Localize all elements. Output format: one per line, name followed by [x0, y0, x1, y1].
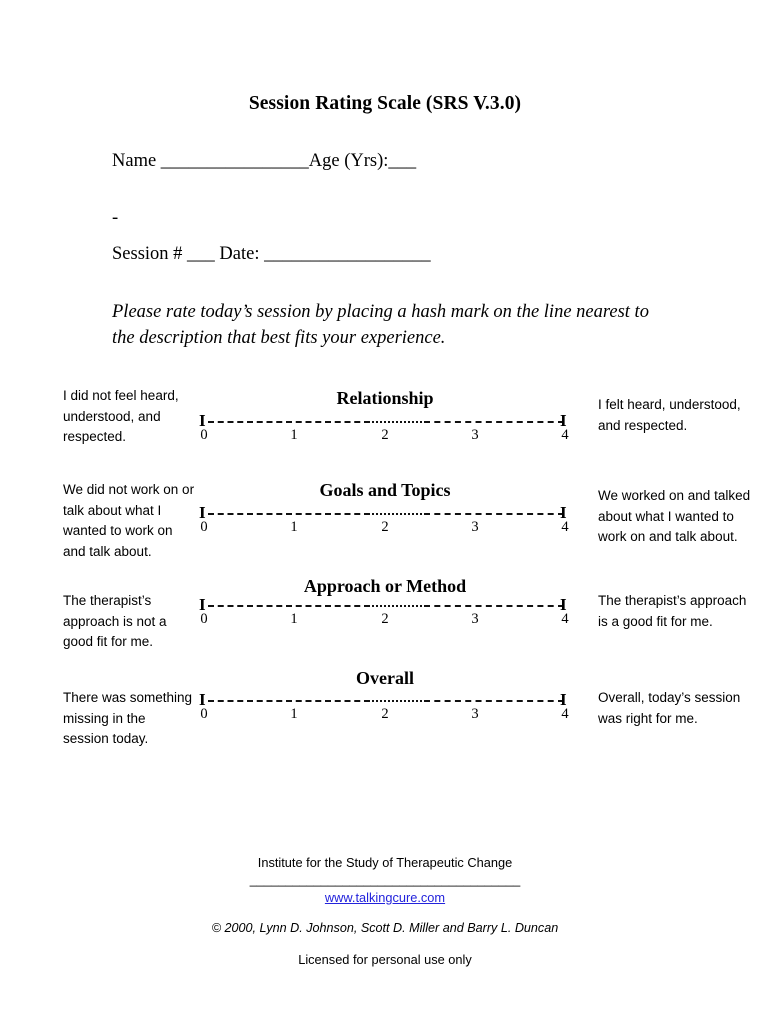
right-anchor-label: Overall, today’s session was right for m… — [598, 690, 741, 726]
scale-title: Overall — [356, 668, 414, 688]
tick-labels: 0 1 2 3 4 — [196, 520, 574, 538]
rating-line-rule[interactable]: I I — [196, 690, 574, 710]
tick-label-1: 1 — [290, 706, 298, 722]
line-dot-segment-middle — [368, 700, 426, 702]
tick-label-0: 0 — [200, 611, 208, 627]
tick-label-2: 2 — [381, 706, 389, 722]
tick-label-0: 0 — [200, 519, 208, 535]
line-start-cap: I — [199, 503, 206, 522]
line-dash-segment-left — [208, 605, 370, 607]
rating-line[interactable]: I I 0 1 2 3 4 — [196, 690, 574, 726]
line-start-cap: I — [199, 690, 206, 709]
footer: Institute for the Study of Therapeutic C… — [0, 855, 770, 969]
tick-labels: 0 1 2 3 4 — [196, 612, 574, 630]
line-end-cap: I — [560, 690, 567, 709]
line-end-cap: I — [560, 411, 567, 430]
scale-section-relationship: I did not feel heard, understood, and re… — [0, 386, 770, 480]
tick-label-4: 4 — [561, 519, 569, 535]
line-dash-segment-right — [424, 421, 564, 423]
left-anchor-label: The therapist’s approach is not a good f… — [63, 593, 167, 650]
line-dash-segment-left — [208, 700, 370, 702]
tick-label-1: 1 — [290, 611, 298, 627]
line-dot-segment-middle — [368, 421, 426, 423]
rating-line-rule[interactable]: I I — [196, 595, 574, 615]
line-dash-segment-right — [424, 605, 564, 607]
line-dash-segment-right — [424, 700, 564, 702]
scale-title: Relationship — [336, 388, 434, 408]
rating-scales: I did not feel heard, understood, and re… — [0, 386, 770, 764]
tick-label-2: 2 — [381, 611, 389, 627]
right-anchor-label: We worked on and talked about what I wan… — [598, 488, 751, 545]
page-title: Session Rating Scale (SRS V.3.0) — [248, 93, 522, 114]
line-dot-segment-middle — [368, 513, 426, 515]
tick-label-1: 1 — [290, 427, 298, 443]
line-dash-segment-right — [424, 513, 564, 515]
left-anchor-label: We did not work on or talk about what I … — [63, 482, 195, 559]
tick-label-4: 4 — [561, 427, 569, 443]
rating-line-rule[interactable]: I I — [196, 503, 574, 523]
footer-license: Licensed for personal use only — [298, 952, 472, 968]
name-age-field[interactable]: Name ________________Age (Yrs):___ — [112, 151, 417, 171]
scale-title: Goals and Topics — [319, 480, 451, 500]
tick-label-2: 2 — [381, 427, 389, 443]
tick-label-2: 2 — [381, 519, 389, 535]
scale-section-goals-and-topics: We did not work on or talk about what I … — [0, 480, 770, 576]
form-fields: Name ________________Age (Yrs):___ - Ses… — [112, 152, 672, 264]
rating-line[interactable]: I I 0 1 2 3 4 — [196, 411, 574, 447]
footer-website-link[interactable]: www.talkingcure.com — [324, 889, 446, 905]
footer-copyright: © 2000, Lynn D. Johnson, Scott D. Miller… — [211, 921, 559, 936]
tick-labels: 0 1 2 3 4 — [196, 428, 574, 446]
footer-organization: Institute for the Study of Therapeutic C… — [257, 855, 513, 870]
instruction-text: Please rate today’s session by placing a… — [112, 302, 649, 348]
tick-label-0: 0 — [200, 427, 208, 443]
tick-label-4: 4 — [561, 611, 569, 627]
left-anchor-label: I did not feel heard, understood, and re… — [63, 388, 179, 445]
tick-label-0: 0 — [200, 706, 208, 722]
line-dot-segment-middle — [368, 605, 426, 607]
stray-dash: - — [112, 207, 119, 228]
tick-label-3: 3 — [471, 611, 479, 627]
tick-label-1: 1 — [290, 519, 298, 535]
line-dash-segment-left — [208, 421, 370, 423]
tick-label-3: 3 — [471, 427, 479, 443]
right-anchor-label: I felt heard, understood, and respected. — [598, 397, 741, 433]
rating-line[interactable]: I I 0 1 2 3 4 — [196, 595, 574, 631]
scale-section-approach-or-method: Approach or Method The therapist’s appro… — [0, 576, 770, 668]
tick-labels: 0 1 2 3 4 — [196, 707, 574, 725]
line-start-cap: I — [199, 595, 206, 614]
rating-line-rule[interactable]: I I — [196, 411, 574, 431]
right-anchor-label: The therapist’s approach is a good fit f… — [598, 593, 747, 629]
footer-divider: ______________________________________ — [249, 871, 521, 887]
session-date-field[interactable]: Session # ___ Date: __________________ — [112, 244, 431, 265]
scale-section-overall: Overall There was something missing in t… — [0, 668, 770, 764]
left-anchor-label: There was something missing in the sessi… — [63, 690, 193, 747]
scale-title: Approach or Method — [303, 576, 467, 596]
tick-label-3: 3 — [471, 706, 479, 722]
rating-line[interactable]: I I 0 1 2 3 4 — [196, 503, 574, 539]
line-end-cap: I — [560, 503, 567, 522]
line-dash-segment-left — [208, 513, 370, 515]
tick-label-4: 4 — [561, 706, 569, 722]
line-start-cap: I — [199, 411, 206, 430]
tick-label-3: 3 — [471, 519, 479, 535]
line-end-cap: I — [560, 595, 567, 614]
